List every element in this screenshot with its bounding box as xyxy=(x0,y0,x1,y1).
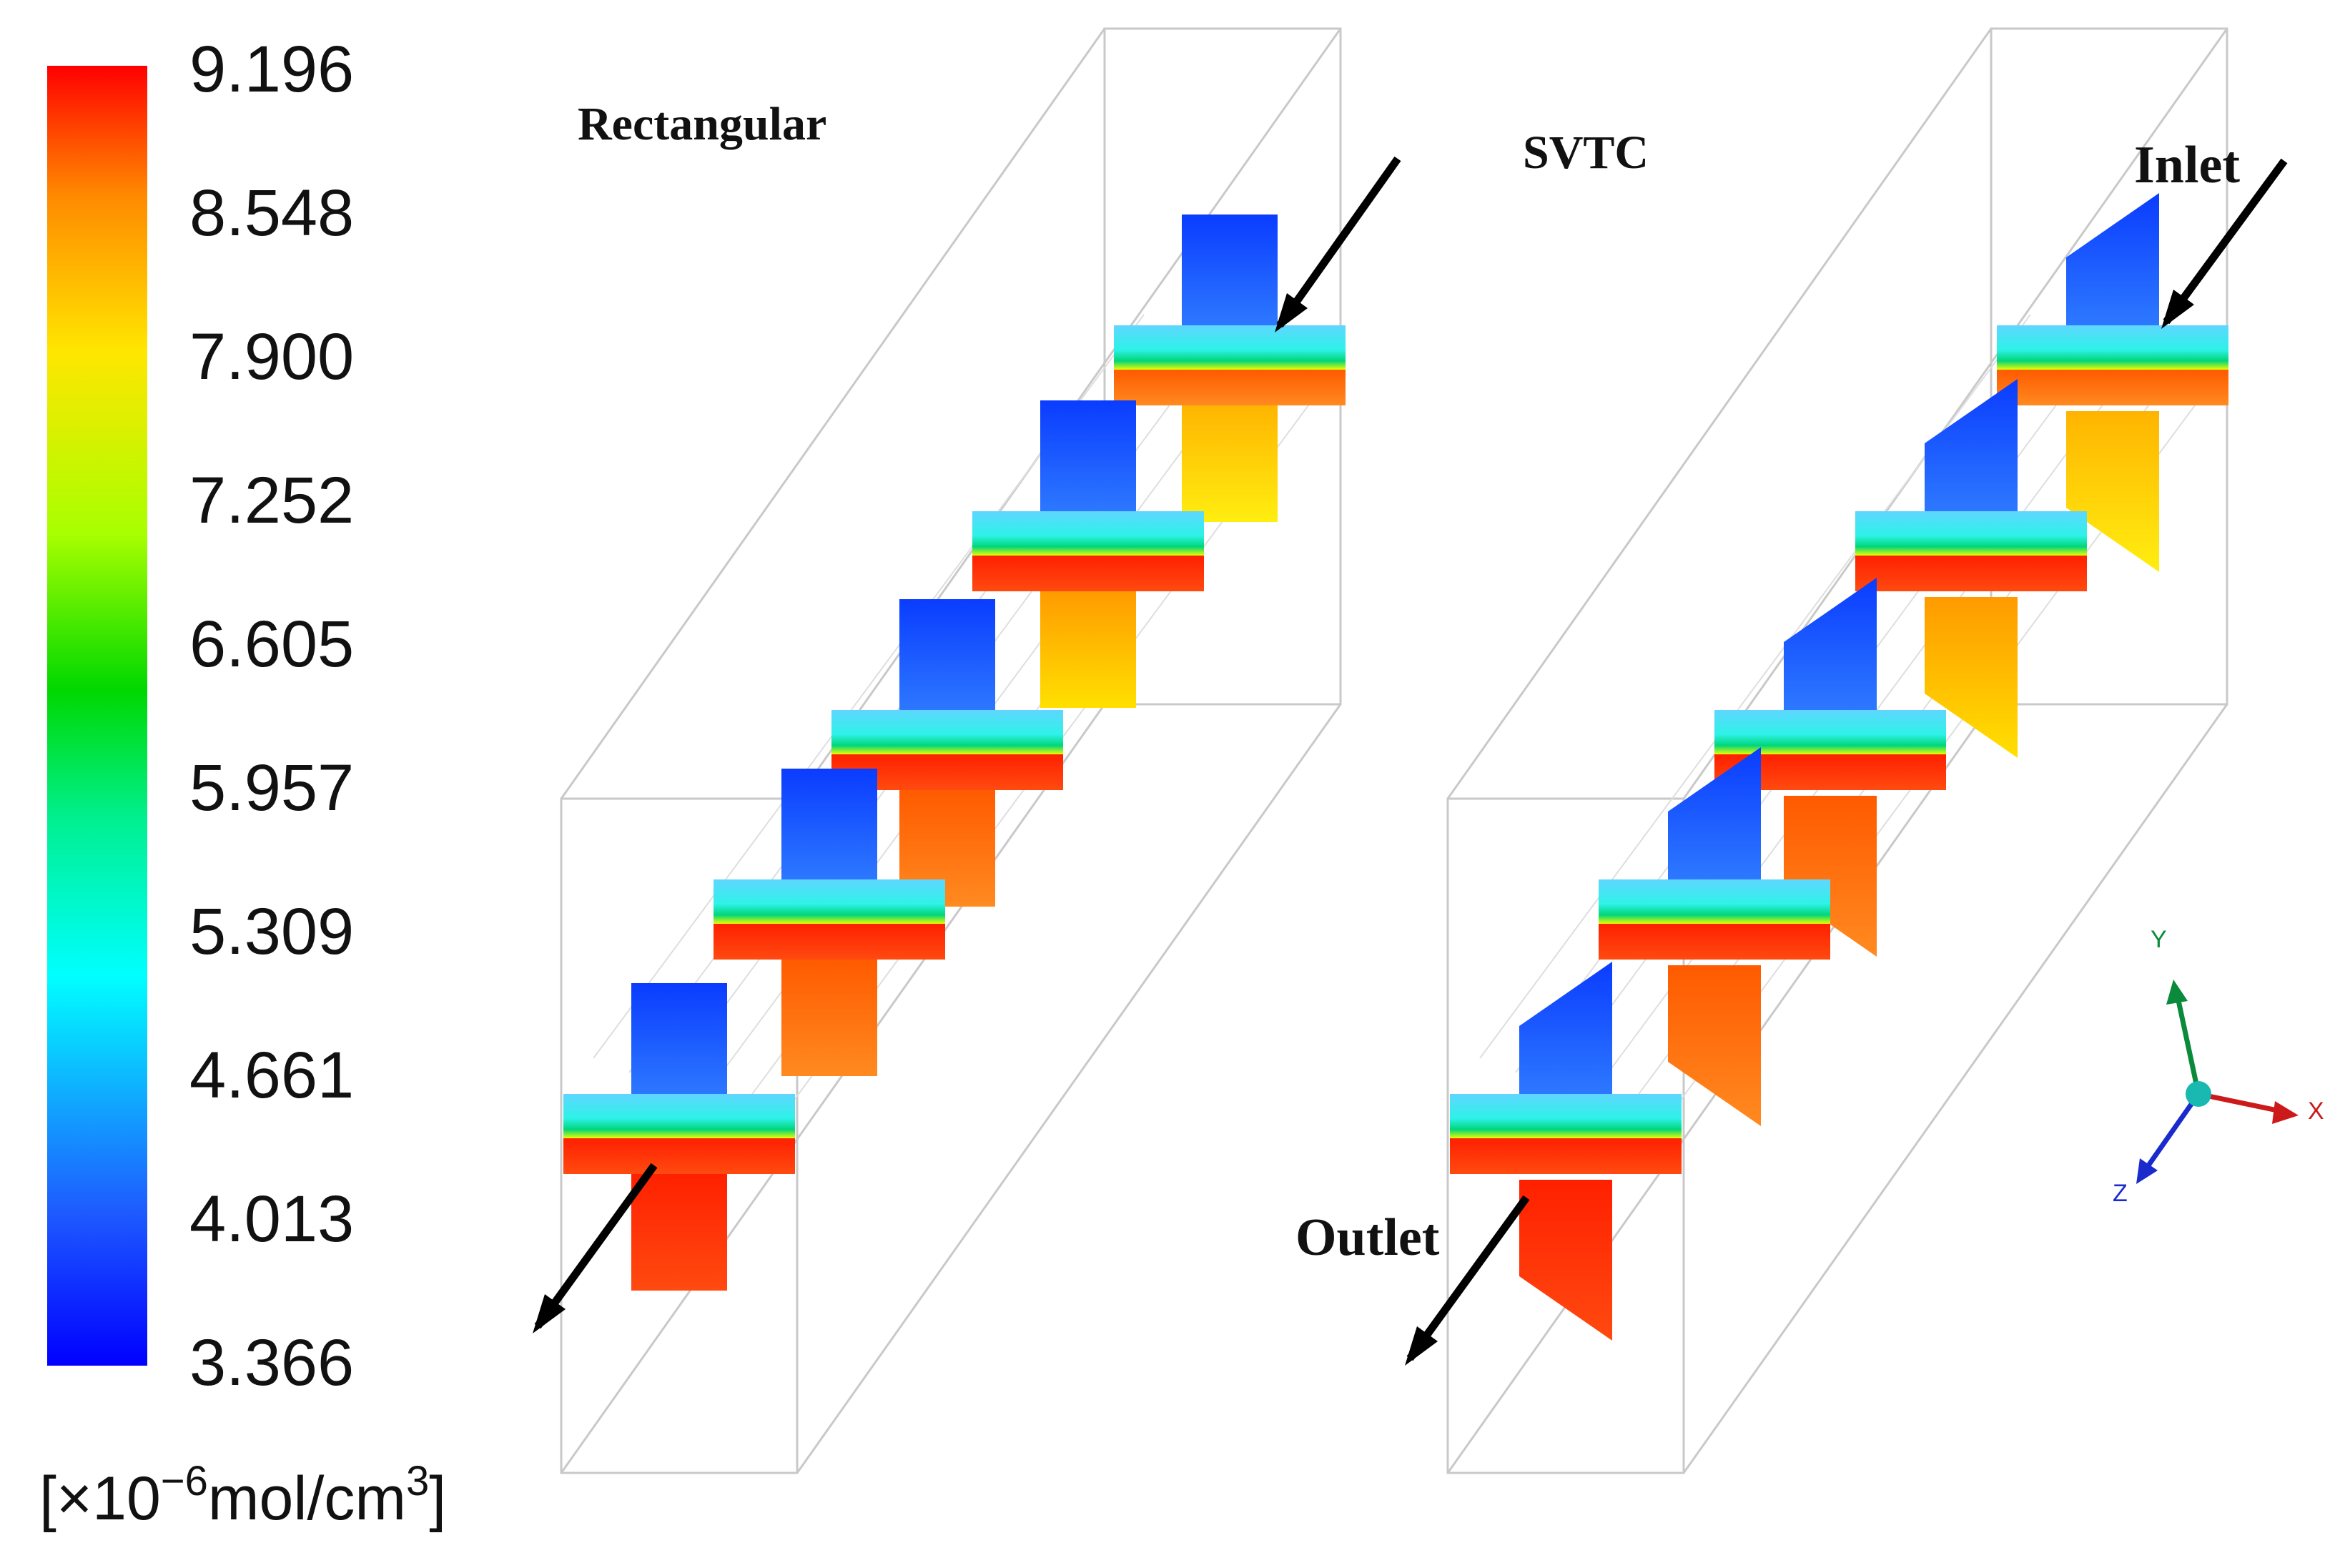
colorbar-tick-label: 7.252 xyxy=(189,464,354,537)
crossbar-lower xyxy=(714,924,945,960)
rectangular-title: Rectangular xyxy=(578,98,826,150)
crossbar-upper xyxy=(1450,1094,1682,1138)
crossbar-lower xyxy=(1997,370,2228,405)
colorbar: 9.196 8.548 7.900 7.252 6.605 5.957 5.309 4.661… xyxy=(39,33,446,1533)
colorbar-tick-label: 4.013 xyxy=(189,1183,354,1256)
crossbar-lower xyxy=(563,1138,795,1174)
x-axis-label: X xyxy=(2308,1098,2324,1125)
upper-post xyxy=(1668,747,1761,879)
contour-unit xyxy=(1450,962,1682,1341)
rectangular-inlet-arrowhead xyxy=(1275,293,1308,332)
x-axis-arrowhead xyxy=(2272,1101,2299,1124)
x-axis-line xyxy=(2198,1091,2285,1115)
lower-post xyxy=(781,958,877,1076)
crossbar-upper xyxy=(714,879,945,924)
contour-unit xyxy=(1997,193,2228,572)
contour-unit xyxy=(1855,379,2087,758)
rectangular-outlet-arrow xyxy=(534,1163,658,1329)
lower-post xyxy=(1925,597,2018,758)
rectangular-units xyxy=(563,215,1346,1291)
crossbar-lower xyxy=(1450,1138,1682,1174)
colorbar-tick-label: 4.661 xyxy=(189,1039,354,1112)
crossbar-upper xyxy=(1114,325,1346,370)
z-axis-arrowhead xyxy=(2136,1158,2158,1184)
colorbar-gradient xyxy=(47,66,147,1366)
upper-post xyxy=(1040,400,1136,512)
upper-post xyxy=(1182,215,1278,326)
upper-post xyxy=(781,769,877,880)
y-axis-line xyxy=(2174,993,2201,1095)
contour-unit xyxy=(1114,215,1346,522)
outlet-label: Outlet xyxy=(1295,1208,1440,1267)
colorbar-tick-label: 6.605 xyxy=(189,608,354,681)
inlet-label: Inlet xyxy=(2134,136,2240,194)
colorbar-tick-label: 7.900 xyxy=(189,320,354,393)
contour-unit xyxy=(563,983,795,1291)
crossbar-upper xyxy=(563,1094,795,1138)
rectangular-outlet-arrowhead xyxy=(533,1294,566,1333)
crossbar-upper xyxy=(1997,325,2228,370)
contour-unit xyxy=(1599,747,1830,1126)
crossbar-lower xyxy=(1855,556,2087,591)
crossbar-upper xyxy=(831,710,1063,754)
lower-post xyxy=(1040,590,1136,708)
contour-unit xyxy=(972,400,1204,708)
contour-unit xyxy=(714,769,945,1076)
crossbar-upper xyxy=(1714,710,1946,754)
upper-post xyxy=(2066,193,2159,325)
lower-post xyxy=(1182,404,1278,522)
y-axis-arrowhead xyxy=(2166,980,2188,1005)
crossbar-lower xyxy=(1599,924,1830,960)
crossbar-upper xyxy=(972,511,1204,556)
colorbar-tick-label: 3.366 xyxy=(189,1326,354,1399)
svtc-outlet-arrow xyxy=(1406,1195,1530,1361)
crossbar-lower xyxy=(1114,370,1346,405)
svtc-inlet-arrowhead xyxy=(2161,290,2194,329)
crossbar-upper xyxy=(1855,511,2087,556)
lower-post xyxy=(631,1173,727,1291)
svtc-title: SVTC xyxy=(1523,127,1649,179)
lower-post xyxy=(1519,1180,1612,1341)
colorbar-unit-label: [×10−6mol/cm3] xyxy=(39,1458,446,1533)
lower-post xyxy=(1784,796,1877,957)
svtc-outlet-arrowhead xyxy=(1405,1326,1438,1366)
axis-origin xyxy=(2186,1081,2211,1107)
colorbar-tick-label: 9.196 xyxy=(189,33,354,106)
axis-triad: Y X Z xyxy=(2113,926,2324,1207)
colorbar-tick-label: 5.309 xyxy=(189,895,354,968)
crossbar-upper xyxy=(1599,879,1830,924)
svtc-model: SVTC Inlet Outlet xyxy=(1295,27,2288,1474)
colorbar-ticks: 9.196 8.548 7.900 7.252 6.605 5.957 5.309 4.661… xyxy=(189,33,354,1399)
upper-post xyxy=(1784,578,1877,710)
z-axis-line xyxy=(2141,1092,2201,1175)
colorbar-tick-label: 8.548 xyxy=(189,177,354,250)
crossbar-lower xyxy=(972,556,1204,591)
y-axis-label: Y xyxy=(2151,926,2167,953)
upper-post xyxy=(1519,962,1612,1094)
upper-post xyxy=(631,983,727,1095)
lower-post xyxy=(1668,965,1761,1126)
upper-post xyxy=(899,599,995,711)
rectangular-model: Rectangular xyxy=(533,27,1401,1474)
svtc-inlet-arrow xyxy=(2163,158,2288,325)
upper-post xyxy=(1925,379,2018,511)
colorbar-tick-label: 5.957 xyxy=(189,751,354,824)
rectangular-inlet-arrow xyxy=(1276,156,1401,328)
svtc-units xyxy=(1450,193,2228,1341)
lower-post xyxy=(2066,411,2159,572)
z-axis-label: Z xyxy=(2113,1180,2128,1207)
